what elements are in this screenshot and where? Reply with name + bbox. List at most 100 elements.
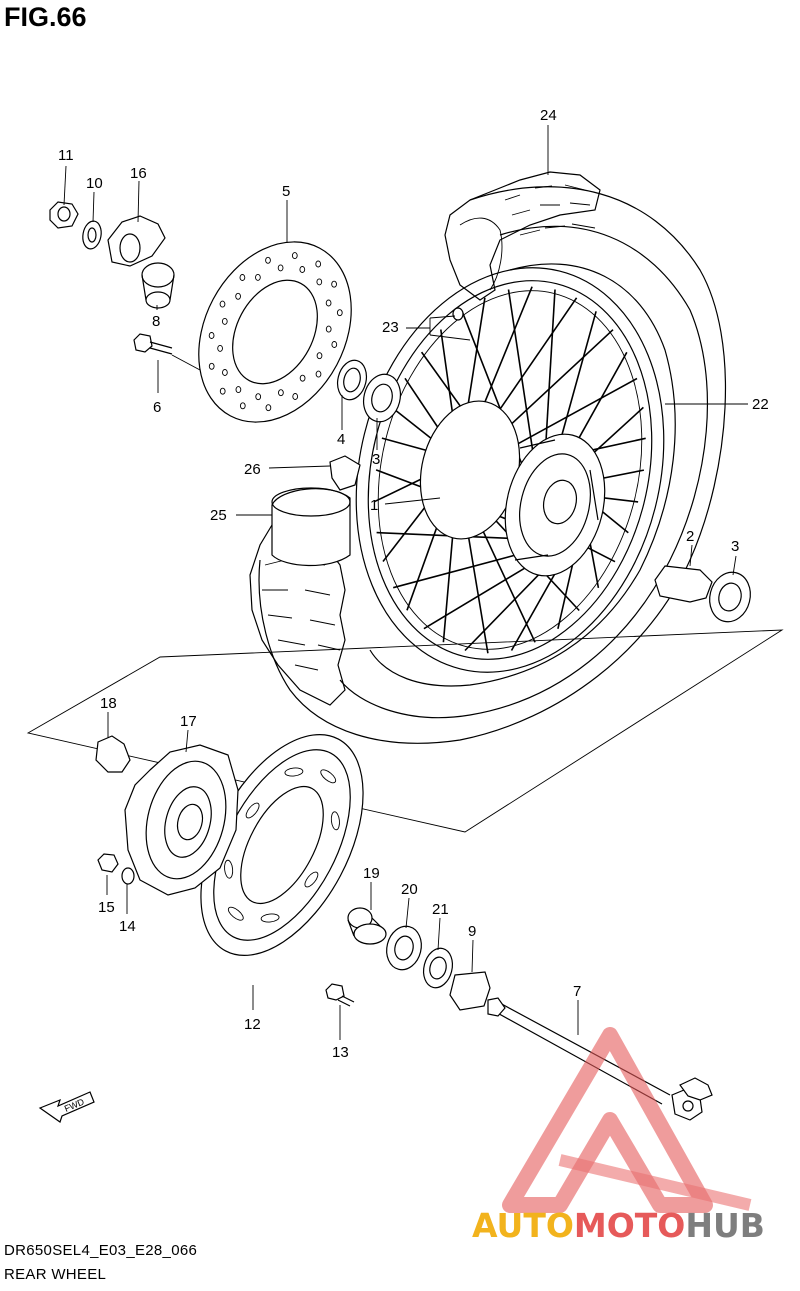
fwd-label: FWD bbox=[63, 1096, 86, 1113]
disc-hole bbox=[219, 387, 226, 395]
callout-17: 17 bbox=[180, 713, 197, 730]
callout-4: 4 bbox=[337, 431, 345, 448]
disc-hole bbox=[336, 309, 343, 317]
callout-9: 9 bbox=[468, 923, 476, 940]
rim-band-26 bbox=[329, 455, 361, 491]
brake-disc bbox=[198, 241, 352, 423]
callout-5: 5 bbox=[282, 183, 290, 200]
callout-12: 12 bbox=[244, 1016, 261, 1033]
callout-18: 18 bbox=[100, 695, 117, 712]
damper bbox=[95, 735, 131, 773]
disc-hole bbox=[291, 252, 298, 260]
callout-7: 7 bbox=[573, 983, 581, 1000]
diagram-name: REAR WHEEL bbox=[4, 1266, 107, 1283]
spoke bbox=[474, 513, 536, 643]
collar-8 bbox=[141, 262, 175, 309]
tube-25 bbox=[271, 487, 351, 567]
watermark-text: AUTOMOTOHUB bbox=[472, 1206, 765, 1245]
callout-16: 16 bbox=[130, 165, 147, 182]
disc-hole bbox=[325, 299, 332, 307]
disc-hole bbox=[331, 280, 337, 288]
disc-hole bbox=[316, 352, 323, 360]
callout-3b: 3 bbox=[731, 538, 739, 555]
disc-hole bbox=[219, 300, 226, 308]
nut-11 bbox=[49, 201, 79, 229]
callout-19: 19 bbox=[363, 865, 380, 882]
callout-6: 6 bbox=[153, 399, 161, 416]
disc-hole bbox=[208, 362, 215, 370]
rear-sprocket bbox=[200, 734, 364, 956]
callout-24: 24 bbox=[540, 107, 557, 124]
sprocket-slot bbox=[227, 906, 244, 921]
callout-21: 21 bbox=[432, 901, 449, 918]
disc-hole bbox=[265, 404, 272, 412]
oil-seal-4 bbox=[336, 359, 368, 401]
bearing-3-right bbox=[709, 571, 751, 623]
disc-hole bbox=[222, 369, 228, 376]
figure-title: FIG.66 bbox=[4, 2, 87, 32]
disc-hole bbox=[315, 260, 322, 268]
sprocket-slot bbox=[304, 871, 319, 888]
callout-14: 14 bbox=[119, 918, 136, 935]
watermark-moto: MOTO bbox=[573, 1206, 686, 1245]
disc-hole bbox=[239, 274, 246, 281]
tire bbox=[249, 171, 727, 744]
callout-25: 25 bbox=[210, 507, 227, 524]
wheel-hub bbox=[419, 400, 606, 577]
sprocket-slot bbox=[260, 913, 280, 923]
collar-19 bbox=[347, 907, 387, 945]
bearing-3-left bbox=[362, 373, 402, 423]
callout-15: 15 bbox=[98, 899, 115, 916]
disc-hole bbox=[265, 256, 271, 264]
sprocket-slot bbox=[284, 767, 304, 777]
axle-7 bbox=[487, 997, 713, 1121]
disc-hole bbox=[239, 402, 246, 410]
sprocket-slot bbox=[245, 802, 260, 819]
disc-hole bbox=[331, 341, 338, 348]
leader-lines bbox=[63, 125, 748, 1040]
callout-1: 1 bbox=[370, 497, 378, 514]
sprocket-slot bbox=[320, 769, 337, 784]
balance-weight-23 bbox=[452, 307, 464, 321]
disc-hole bbox=[292, 393, 299, 400]
washer-10 bbox=[82, 220, 102, 250]
spoke bbox=[492, 329, 614, 442]
callout-8: 8 bbox=[152, 313, 160, 330]
bolt-6 bbox=[133, 333, 173, 355]
callout-20: 20 bbox=[401, 881, 418, 898]
disc-hole bbox=[255, 393, 262, 401]
washer-14 bbox=[121, 867, 135, 885]
callout-13: 13 bbox=[332, 1044, 349, 1061]
bearing-20 bbox=[386, 925, 422, 971]
watermark-auto: AUTO bbox=[472, 1206, 574, 1245]
nut-15 bbox=[97, 853, 119, 873]
disc-hole bbox=[235, 292, 241, 300]
callout-labels: 11 10 16 5 24 8 23 6 22 4 3 26 1 25 2 3 … bbox=[58, 107, 769, 1061]
disc-hole bbox=[255, 273, 261, 281]
sensor-ring-16 bbox=[107, 215, 166, 267]
disc-hole bbox=[235, 386, 242, 394]
callout-10: 10 bbox=[86, 175, 103, 192]
callout-11: 11 bbox=[58, 147, 74, 164]
spoke bbox=[497, 377, 638, 456]
callout-3a: 3 bbox=[372, 451, 380, 468]
sprocket-carrier bbox=[124, 744, 239, 896]
disc-hole bbox=[325, 325, 332, 333]
oil-seal-21 bbox=[422, 947, 454, 989]
watermark-logo bbox=[502, 1027, 752, 1213]
callout-23: 23 bbox=[382, 319, 399, 336]
disc-hole bbox=[316, 278, 323, 286]
disc-hole bbox=[217, 344, 223, 352]
sprocket-slot bbox=[224, 859, 234, 879]
disc-hole bbox=[208, 332, 215, 339]
spacer-9 bbox=[449, 971, 491, 1011]
fwd-arrow: FWD bbox=[38, 1091, 95, 1123]
sprocket-slot bbox=[330, 811, 340, 831]
disc-hole bbox=[299, 266, 306, 273]
disc-hole bbox=[277, 264, 284, 272]
callout-22: 22 bbox=[752, 396, 769, 413]
disc-hole bbox=[221, 317, 228, 325]
spoke bbox=[507, 289, 537, 471]
callout-2: 2 bbox=[686, 528, 694, 545]
disc-hole bbox=[299, 374, 306, 382]
